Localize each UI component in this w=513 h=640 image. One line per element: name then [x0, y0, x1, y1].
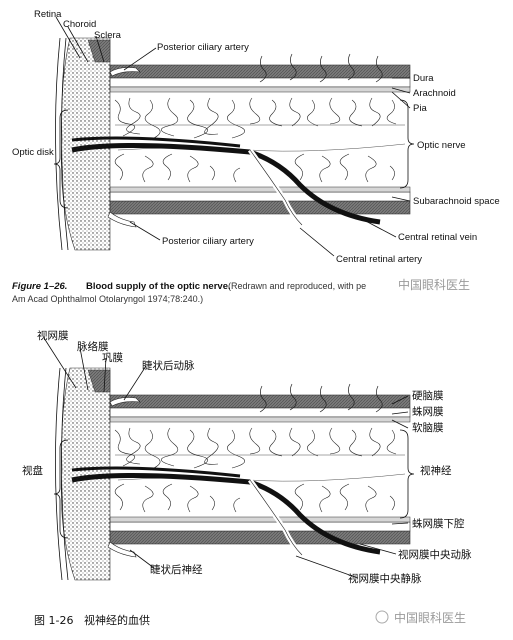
label-cn-choroid: 脉络膜: [77, 340, 109, 353]
watermark-bottom: 中国眼科医生: [394, 610, 466, 625]
label-cn-retina: 视网膜: [37, 329, 69, 342]
label-subarachnoid-space: Subarachnoid space: [413, 196, 500, 207]
label-sclera: Sclera: [94, 30, 122, 41]
top-labels: Retina Choroid Sclera Posterior ciliary …: [12, 9, 500, 265]
caption-source-line1: (Redrawn and reproduced, with pe: [228, 281, 366, 291]
bottom-caption: 图 1-26 视神经的血供 中国眼科医生: [34, 610, 466, 627]
label-cn-posterior-ciliary-nerve: 睫状后神经: [150, 563, 203, 576]
caption-source-line2: Am Acad Ophthalmol Otolaryngol 1974;78:2…: [12, 294, 203, 304]
label-central-retinal-vein: Central retinal vein: [398, 232, 477, 243]
label-cn-sclera: 巩膜: [102, 352, 123, 364]
label-pia: Pia: [413, 103, 427, 114]
label-optic-disk: Optic disk: [12, 147, 54, 158]
optic-nerve-diagram-chinese: [54, 368, 414, 580]
label-arachnoid: Arachnoid: [413, 88, 456, 99]
label-posterior-ciliary-artery-bottom: Posterior ciliary artery: [162, 236, 254, 247]
top-caption: Figure 1–26. Blood supply of the optic n…: [12, 277, 470, 304]
wechat-icon: [375, 610, 389, 624]
label-cn-posterior-ciliary-artery: 睫状后动脉: [142, 359, 195, 372]
caption-cn-figure-number: 图 1-26: [34, 614, 73, 627]
label-cn-pia: 软脑膜: [412, 421, 444, 434]
label-cn-subarachnoid-space: 蛛网膜下腔: [412, 517, 465, 530]
label-posterior-ciliary-artery-top: Posterior ciliary artery: [157, 42, 249, 53]
label-cn-central-retinal-vein: 视网膜中央静脉: [348, 572, 422, 585]
top-leader-lines: [55, 16, 411, 257]
caption-figure-number: Figure 1–26.: [12, 281, 67, 292]
label-cn-dura: 硬脑膜: [412, 389, 444, 402]
label-cn-central-retinal-artery: 视网膜中央动脉: [398, 548, 472, 561]
label-central-retinal-artery: Central retinal artery: [336, 254, 422, 265]
label-cn-optic-nerve: 视神经: [420, 464, 452, 477]
bottom-leader-lines: [43, 337, 409, 579]
label-cn-arachnoid: 蛛网膜: [412, 405, 444, 418]
caption-cn-title: 视神经的血供: [84, 613, 150, 627]
watermark-top: 中国眼科医生: [398, 277, 470, 292]
label-optic-nerve: Optic nerve: [417, 140, 466, 151]
label-retina: Retina: [34, 9, 62, 20]
label-dura: Dura: [413, 73, 434, 84]
bottom-labels: 视网膜 脉络膜 巩膜 睫状后动脉 硬脑膜 蛛网膜 软脑膜 视盘 视神经 蛛网膜下…: [22, 329, 472, 585]
label-choroid: Choroid: [63, 19, 96, 30]
label-cn-optic-disk: 视盘: [22, 464, 43, 477]
caption-title: Blood supply of the optic nerve.: [86, 281, 231, 292]
